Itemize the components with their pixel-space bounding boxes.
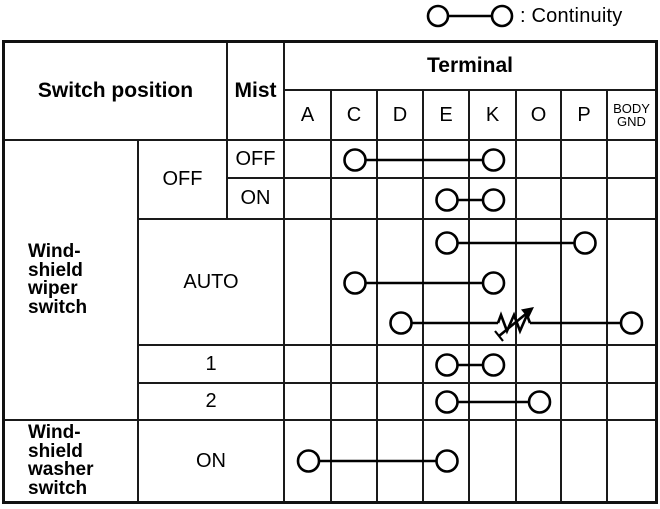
terminal-cell — [332, 141, 378, 179]
terminal-cell — [608, 220, 655, 346]
terminal-cell — [562, 346, 608, 384]
terminal-cell — [608, 421, 655, 501]
terminal-cell — [424, 421, 470, 501]
washer-switch-label: Wind- shield washer switch — [5, 421, 139, 501]
terminal-cell — [517, 421, 562, 501]
terminal-column-d: D — [378, 91, 424, 141]
terminal-cell — [285, 179, 332, 220]
terminal-cell — [517, 346, 562, 384]
continuity-symbol-icon — [426, 4, 514, 28]
terminal-cell — [562, 421, 608, 501]
terminal-cell — [285, 384, 332, 421]
position-auto: AUTO — [139, 220, 285, 346]
terminal-cell — [517, 384, 562, 421]
terminal-cell — [285, 141, 332, 179]
terminal-cell — [424, 346, 470, 384]
terminal-cell — [470, 346, 517, 384]
continuity-table: Switch position Mist Terminal A C D E K … — [2, 40, 658, 504]
terminal-cell — [378, 179, 424, 220]
terminal-column-body-gnd: BODY GND — [608, 91, 655, 141]
position-1: 1 — [139, 346, 285, 384]
terminal-column-p: P — [562, 91, 608, 141]
switch-position-header: Switch position — [5, 43, 228, 141]
terminal-cell — [470, 384, 517, 421]
terminal-cell — [562, 179, 608, 220]
terminal-header: Terminal — [285, 43, 655, 91]
terminal-cell — [562, 141, 608, 179]
terminal-cell — [470, 421, 517, 501]
terminal-column-k: K — [470, 91, 517, 141]
position-washer-on: ON — [139, 421, 285, 501]
terminal-cell — [332, 220, 378, 346]
mist-off-value: OFF — [228, 141, 285, 179]
terminal-cell — [424, 384, 470, 421]
continuity-legend-label: : Continuity — [520, 4, 623, 27]
terminal-cell — [424, 179, 470, 220]
terminal-cell — [378, 141, 424, 179]
terminal-cell — [608, 384, 655, 421]
terminal-cell — [562, 384, 608, 421]
terminal-cell — [470, 141, 517, 179]
terminal-cell — [378, 421, 424, 501]
terminal-column-c: C — [332, 91, 378, 141]
continuity-legend: : Continuity — [424, 1, 622, 31]
terminal-cell — [562, 220, 608, 346]
terminal-cell — [285, 421, 332, 501]
terminal-column-o: O — [517, 91, 562, 141]
terminal-column-a: A — [285, 91, 332, 141]
terminal-cell — [470, 179, 517, 220]
terminal-cell — [608, 141, 655, 179]
terminal-cell — [608, 346, 655, 384]
terminal-cell — [517, 220, 562, 346]
terminal-cell — [285, 220, 332, 346]
wiper-switch-label: Wind- shield wiper switch — [5, 141, 139, 421]
terminal-cell — [470, 220, 517, 346]
terminal-cell — [285, 346, 332, 384]
position-off: OFF — [139, 141, 228, 220]
terminal-cell — [332, 384, 378, 421]
terminal-cell — [608, 179, 655, 220]
terminal-cell — [332, 179, 378, 220]
terminal-cell — [332, 346, 378, 384]
terminal-column-e: E — [424, 91, 470, 141]
position-2: 2 — [139, 384, 285, 421]
terminal-cell — [378, 384, 424, 421]
terminal-cell — [424, 220, 470, 346]
mist-header: Mist — [228, 43, 285, 141]
terminal-cell — [332, 421, 378, 501]
terminal-cell — [424, 141, 470, 179]
mist-on-value: ON — [228, 179, 285, 220]
terminal-cell — [378, 220, 424, 346]
terminal-cell — [378, 346, 424, 384]
terminal-cell — [517, 141, 562, 179]
terminal-cell — [517, 179, 562, 220]
